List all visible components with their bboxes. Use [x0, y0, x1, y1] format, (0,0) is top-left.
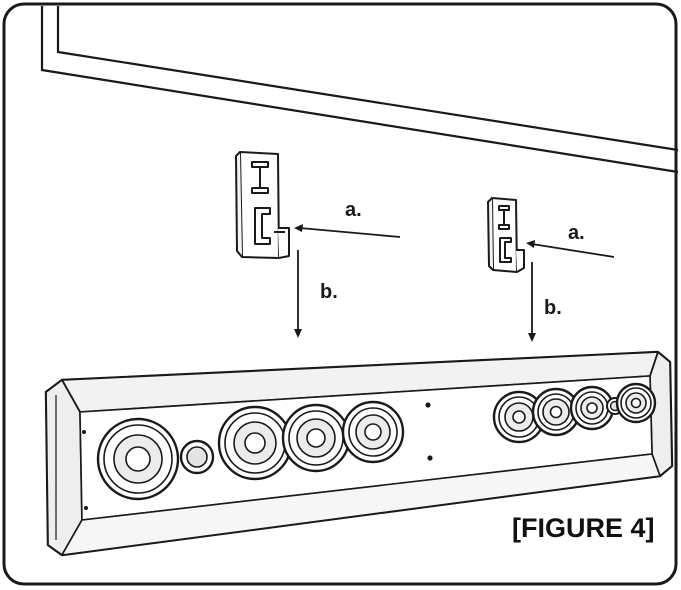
- left-arrow-b: [294, 250, 302, 338]
- speaker-woofer-1: [96, 417, 180, 501]
- speaker-tweeter-left: [179, 439, 215, 475]
- speaker-woofer-2: [217, 405, 293, 481]
- right-arrow-b-label: b.: [544, 297, 562, 319]
- left-arrow-b-label: b.: [320, 281, 338, 303]
- speaker-woofer-4: [341, 400, 405, 464]
- speaker-woofer-3: [281, 403, 351, 473]
- right-arrow-a: [526, 240, 615, 258]
- speaker-woofer-8: [615, 382, 657, 424]
- left-arrow-a-label: a.: [345, 199, 362, 221]
- left-arrow-a: [294, 224, 401, 238]
- speaker-woofer-7: [569, 385, 615, 431]
- right-arrow-b: [528, 262, 536, 342]
- tv-panel-edge: [40, 6, 679, 174]
- speaker-woofer-6: [531, 387, 581, 437]
- right-arrow-a-label: a.: [568, 222, 585, 244]
- figure-caption: [FIGURE 4]: [512, 513, 655, 543]
- right-wall-bracket: [487, 197, 525, 273]
- left-wall-bracket: [235, 151, 290, 259]
